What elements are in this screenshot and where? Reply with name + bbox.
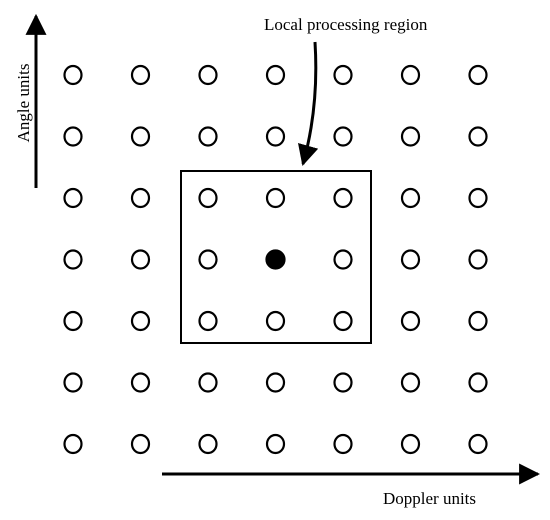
resolution-cell — [265, 372, 286, 393]
resolution-cell — [265, 187, 286, 209]
resolution-cell — [468, 187, 488, 209]
resolution-cell — [198, 64, 218, 86]
local-region-annotation: Local processing region — [264, 15, 428, 34]
resolution-cell — [400, 372, 421, 393]
resolution-cell — [130, 310, 151, 332]
resolution-cell — [400, 249, 421, 270]
resolution-cell — [63, 372, 83, 393]
resolution-cell — [63, 310, 83, 332]
local-processing-region — [180, 170, 372, 344]
resolution-cell — [198, 187, 218, 209]
resolution-cell — [333, 126, 353, 147]
resolution-cell — [468, 126, 488, 147]
resolution-cell — [198, 372, 218, 393]
resolution-cell — [63, 187, 83, 209]
resolution-cell — [468, 372, 488, 393]
resolution-cell-grid — [63, 64, 488, 455]
resolution-cell — [130, 372, 151, 393]
resolution-cell — [198, 126, 218, 147]
resolution-cell — [198, 310, 218, 332]
resolution-cell — [468, 249, 488, 270]
resolution-cell — [468, 433, 488, 455]
resolution-cell — [400, 433, 421, 455]
resolution-cell — [265, 126, 286, 147]
angle-axis-label: Angle units — [14, 64, 33, 143]
resolution-cell — [468, 64, 488, 86]
resolution-cell — [333, 310, 353, 332]
resolution-cell — [400, 64, 421, 86]
resolution-cell — [333, 433, 353, 455]
resolution-cell — [130, 249, 151, 270]
resolution-cell — [333, 249, 353, 270]
resolution-cell — [333, 187, 353, 209]
resolution-cell — [265, 433, 286, 455]
resolution-cell — [63, 249, 83, 270]
resolution-cell — [400, 126, 421, 147]
resolution-cell — [400, 187, 421, 209]
cell-under-test — [265, 249, 286, 270]
resolution-cell — [198, 433, 218, 455]
resolution-cell — [400, 310, 421, 332]
resolution-cell — [63, 64, 83, 86]
resolution-cell — [333, 64, 353, 86]
resolution-cell — [468, 310, 488, 332]
resolution-cell — [130, 126, 151, 147]
resolution-cell — [130, 433, 151, 455]
resolution-cell — [63, 126, 83, 147]
annotation-pointer-arrow — [298, 41, 319, 167]
resolution-cell — [265, 64, 286, 86]
resolution-cell — [130, 187, 151, 209]
resolution-cell — [130, 64, 151, 86]
resolution-cell — [63, 433, 83, 455]
doppler-axis-label: Doppler units — [383, 489, 476, 508]
resolution-cell — [265, 310, 286, 332]
resolution-cell — [333, 372, 353, 393]
resolution-cell — [198, 249, 218, 270]
